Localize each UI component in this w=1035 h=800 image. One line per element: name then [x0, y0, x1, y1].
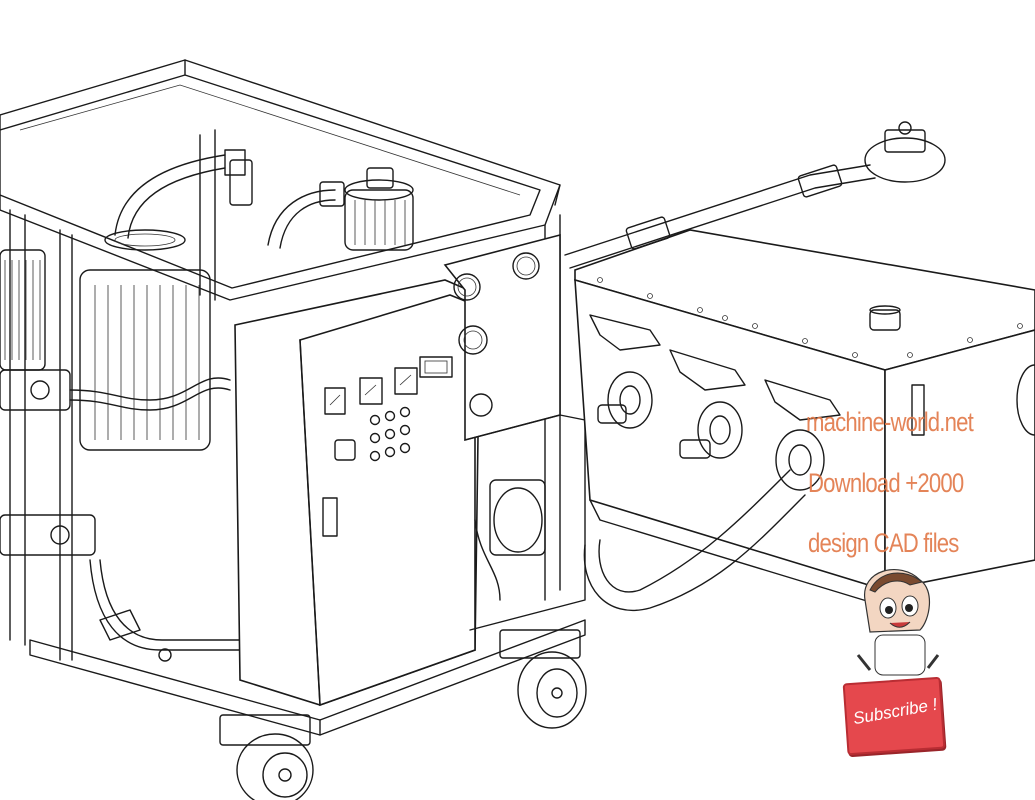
pump-assembly	[0, 369, 241, 662]
filter-canister	[344, 167, 414, 251]
subscribe-label: Subscribe !	[851, 694, 939, 729]
suction-hose	[583, 469, 806, 611]
caster-front	[219, 714, 314, 800]
control-buttons	[334, 406, 411, 462]
base-frame	[29, 619, 586, 736]
watermark-line-2: Download +2000	[808, 468, 964, 498]
lower-bay	[464, 414, 586, 631]
gauge-panel	[443, 233, 561, 442]
tank-bolts	[597, 277, 1023, 358]
caster-right	[499, 629, 587, 729]
pressure-gauge-icon	[324, 356, 453, 415]
watermark-line-1: machine-world.net	[806, 407, 974, 437]
motor-left	[0, 229, 211, 451]
control-cabinet	[234, 279, 481, 707]
return-pipe	[564, 121, 946, 269]
subscribe-button[interactable]: Subscribe !	[842, 676, 946, 756]
butterfly-valve-icon	[589, 314, 841, 491]
top-hoses	[114, 149, 345, 249]
level-sight-glass	[911, 384, 925, 436]
watermark-line-3: design CAD files	[808, 528, 959, 558]
door-handle	[322, 497, 338, 537]
cartoon-boy-icon	[856, 569, 940, 676]
